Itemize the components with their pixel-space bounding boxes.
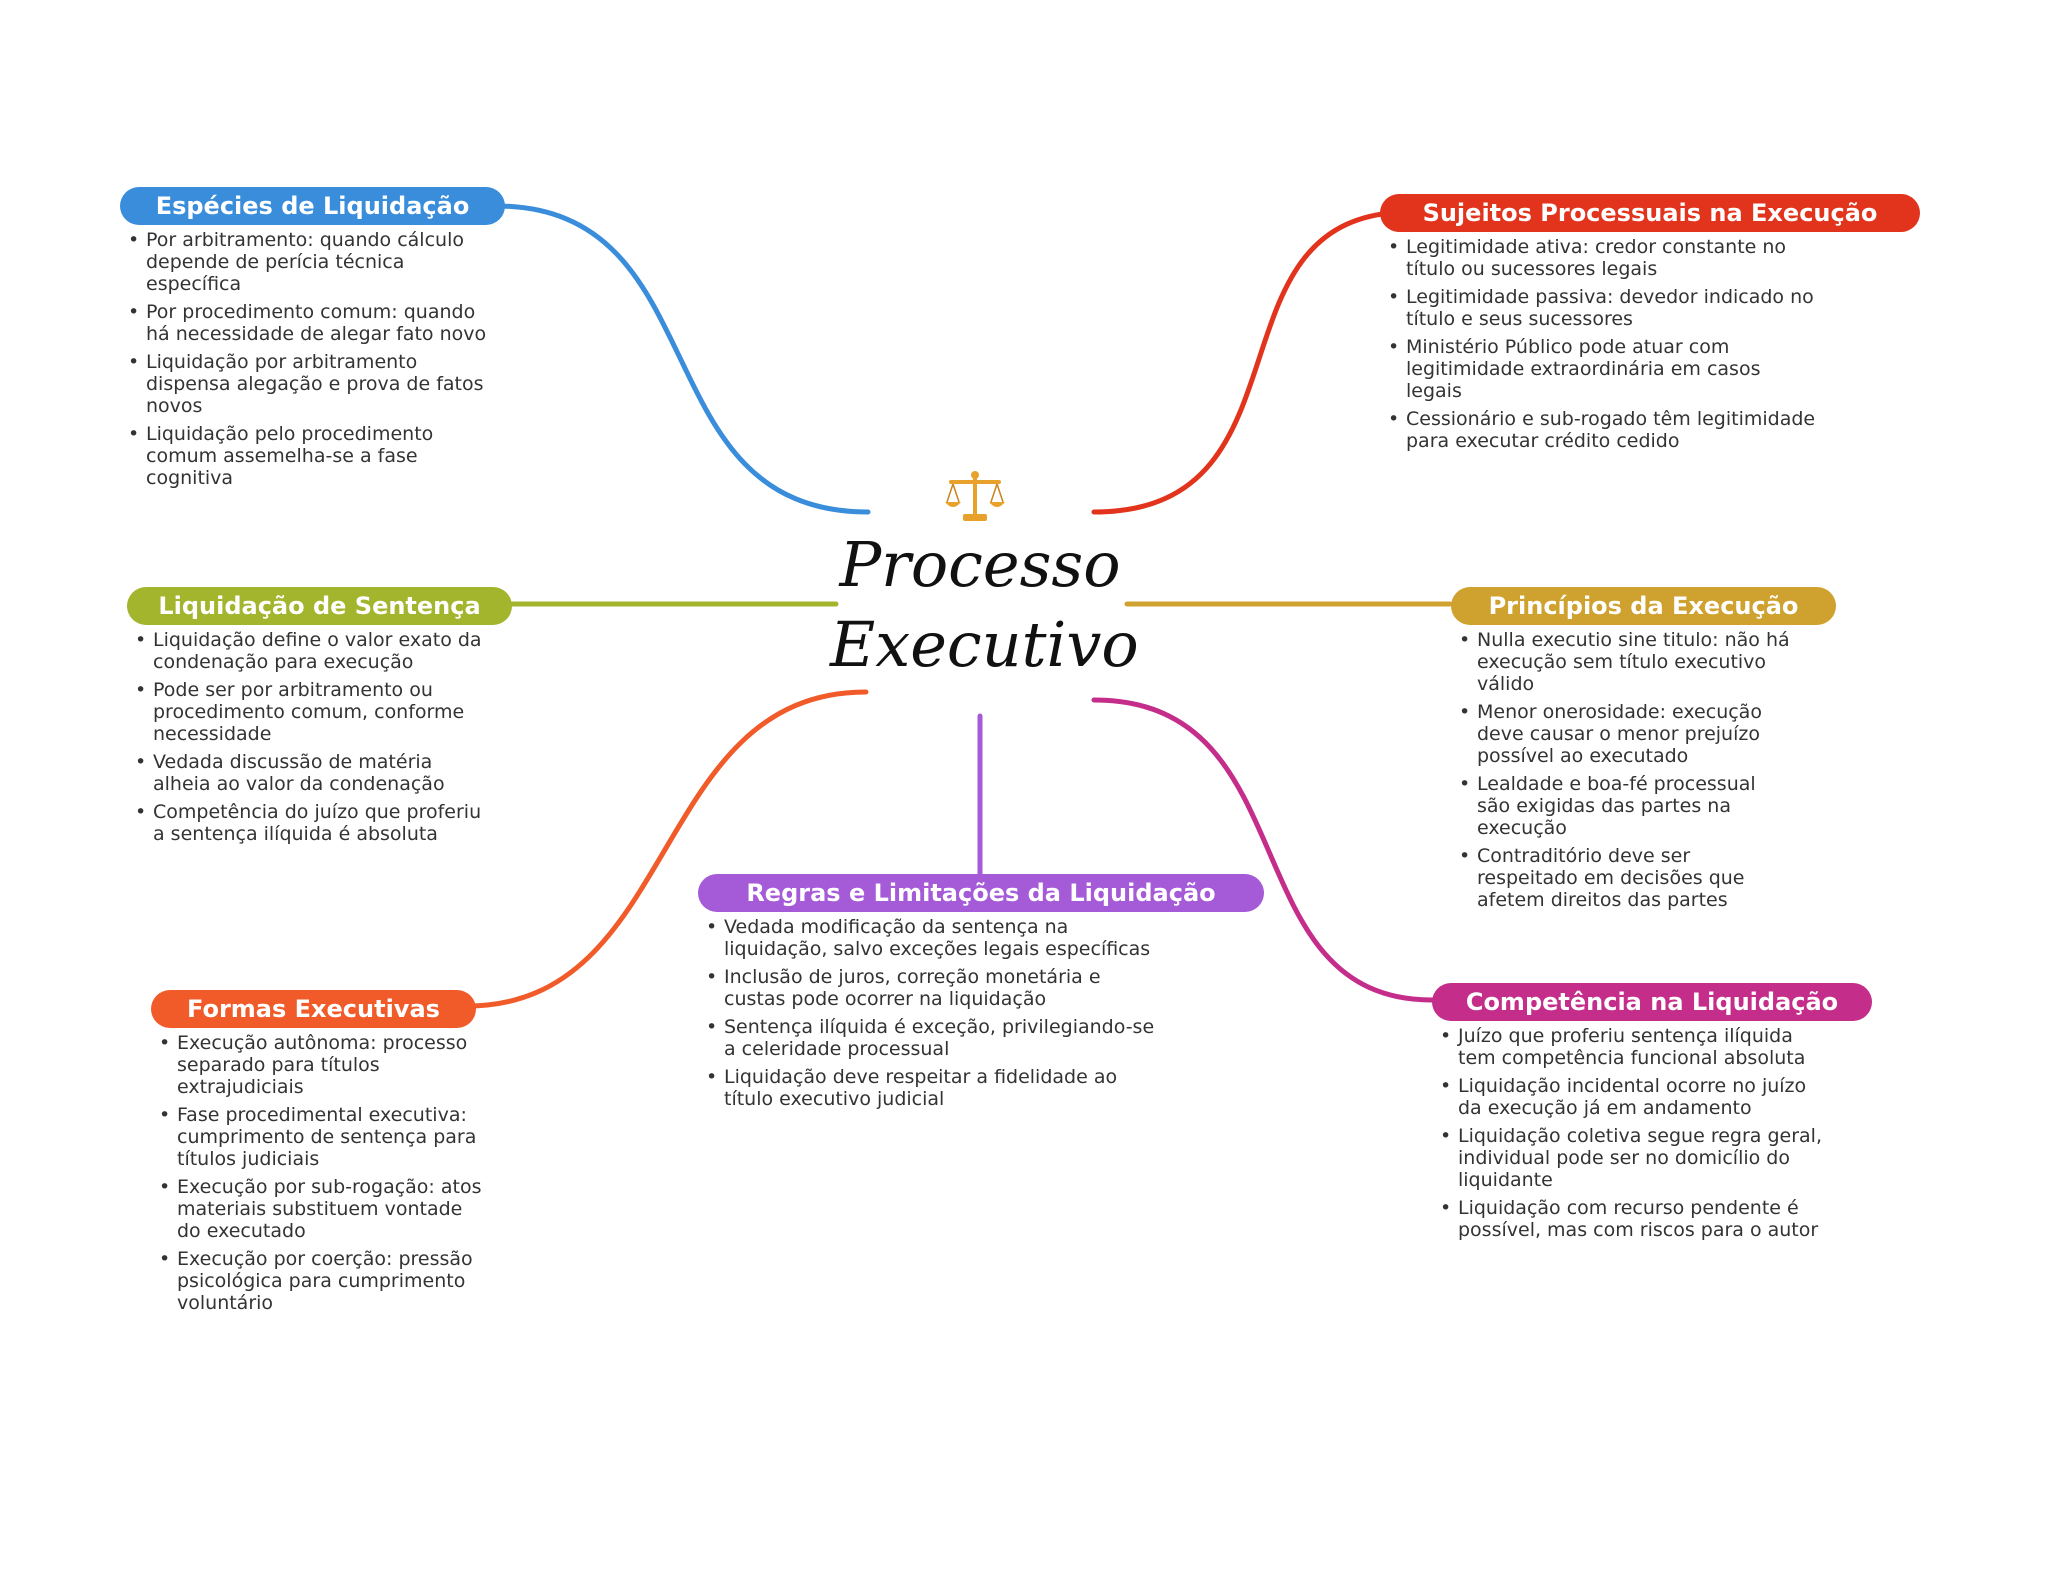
list-item: Liquidação pelo procedimento comum assem… [120, 423, 490, 489]
list-item: Liquidação deve respeitar a fidelidade a… [698, 1066, 1158, 1110]
list-item: Contraditório deve ser respeitado em dec… [1451, 845, 1791, 911]
branch-sujeitos-processuais: Sujeitos Processuais na Execução Legitim… [1380, 194, 1920, 458]
list-item: Lealdade e boa-fé processual são exigida… [1451, 773, 1791, 839]
list-item: Vedada discussão de matéria alheia ao va… [127, 751, 487, 795]
branch-items: Nulla executio sine titulo: não há execu… [1451, 629, 1791, 911]
branch-title[interactable]: Liquidação de Sentença [127, 587, 512, 625]
branch-title[interactable]: Competência na Liquidação [1432, 983, 1872, 1021]
connector-formas [464, 689, 869, 1009]
branch-liquidacao-de-sentenca: Liquidação de Sentença Liquidação define… [127, 587, 512, 851]
branch-items: Vedada modificação da sentença na liquid… [698, 916, 1158, 1110]
branch-regras-e-limitacoes: Regras e Limitações da Liquidação Vedada… [698, 874, 1264, 1116]
list-item: Nulla executio sine titulo: não há execu… [1451, 629, 1791, 695]
branch-formas-executivas: Formas Executivas Execução autônoma: pro… [151, 990, 481, 1320]
list-item: Juízo que proferiu sentença ilíquida tem… [1432, 1025, 1822, 1069]
branch-items: Por arbitramento: quando cálculo depende… [120, 229, 490, 489]
list-item: Por procedimento comum: quando há necess… [120, 301, 490, 345]
list-item: Competência do juízo que proferiu a sent… [127, 801, 487, 845]
list-item: Execução por coerção: pressão psicológic… [151, 1248, 486, 1314]
list-item: Liquidação coletiva segue regra geral, i… [1432, 1125, 1822, 1191]
list-item: Sentença ilíquida é exceção, privilegian… [698, 1016, 1158, 1060]
connector-competencia [1091, 697, 1435, 1003]
list-item: Ministério Público pode atuar com legiti… [1380, 336, 1820, 402]
central-title-line1: Processo [839, 528, 1121, 601]
list-item: Por arbitramento: quando cálculo depende… [120, 229, 490, 295]
list-item: Execução por sub-rogação: atos materiais… [151, 1176, 486, 1242]
branch-items: Liquidação define o valor exato da conde… [127, 629, 487, 845]
list-item: Menor onerosidade: execução deve causar … [1451, 701, 1791, 767]
branch-especies-de-liquidacao: Espécies de Liquidação Por arbitramento:… [120, 187, 505, 495]
list-item: Inclusão de juros, correção monetária e … [698, 966, 1158, 1010]
central-title-line2: Executivo [830, 608, 1139, 681]
branch-competencia-na-liquidacao: Competência na Liquidação Juízo que prof… [1432, 983, 1872, 1247]
branch-title[interactable]: Princípios da Execução [1451, 587, 1836, 625]
branch-title[interactable]: Espécies de Liquidação [120, 187, 505, 225]
list-item: Liquidação por arbitramento dispensa ale… [120, 351, 490, 417]
branch-items: Legitimidade ativa: credor constante no … [1380, 236, 1820, 452]
branch-items: Juízo que proferiu sentença ilíquida tem… [1432, 1025, 1822, 1241]
list-item: Vedada modificação da sentença na liquid… [698, 916, 1158, 960]
list-item: Legitimidade passiva: devedor indicado n… [1380, 286, 1820, 330]
list-item: Cessionário e sub-rogado têm legitimidad… [1380, 408, 1820, 452]
list-item: Legitimidade ativa: credor constante no … [1380, 236, 1820, 280]
branch-principios-da-execucao: Princípios da Execução Nulla executio si… [1451, 587, 1836, 917]
list-item: Execução autônoma: processo separado par… [151, 1032, 486, 1098]
list-item: Fase procedimental executiva: cumpriment… [151, 1104, 486, 1170]
branch-title[interactable]: Sujeitos Processuais na Execução [1380, 194, 1920, 232]
list-item: Liquidação incidental ocorre no juízo da… [1432, 1075, 1822, 1119]
connector-sujeitos [1091, 209, 1413, 515]
balance-scale-icon [945, 471, 1005, 521]
connector-especies [493, 203, 871, 515]
list-item: Liquidação com recurso pendente é possív… [1432, 1197, 1822, 1241]
list-item: Liquidação define o valor exato da conde… [127, 629, 487, 673]
branch-title[interactable]: Regras e Limitações da Liquidação [698, 874, 1264, 912]
branch-items: Execução autônoma: processo separado par… [151, 1032, 486, 1314]
central-topic: Processo Executivo [830, 525, 1139, 685]
list-item: Pode ser por arbitramento ou procediment… [127, 679, 487, 745]
branch-title[interactable]: Formas Executivas [151, 990, 476, 1028]
